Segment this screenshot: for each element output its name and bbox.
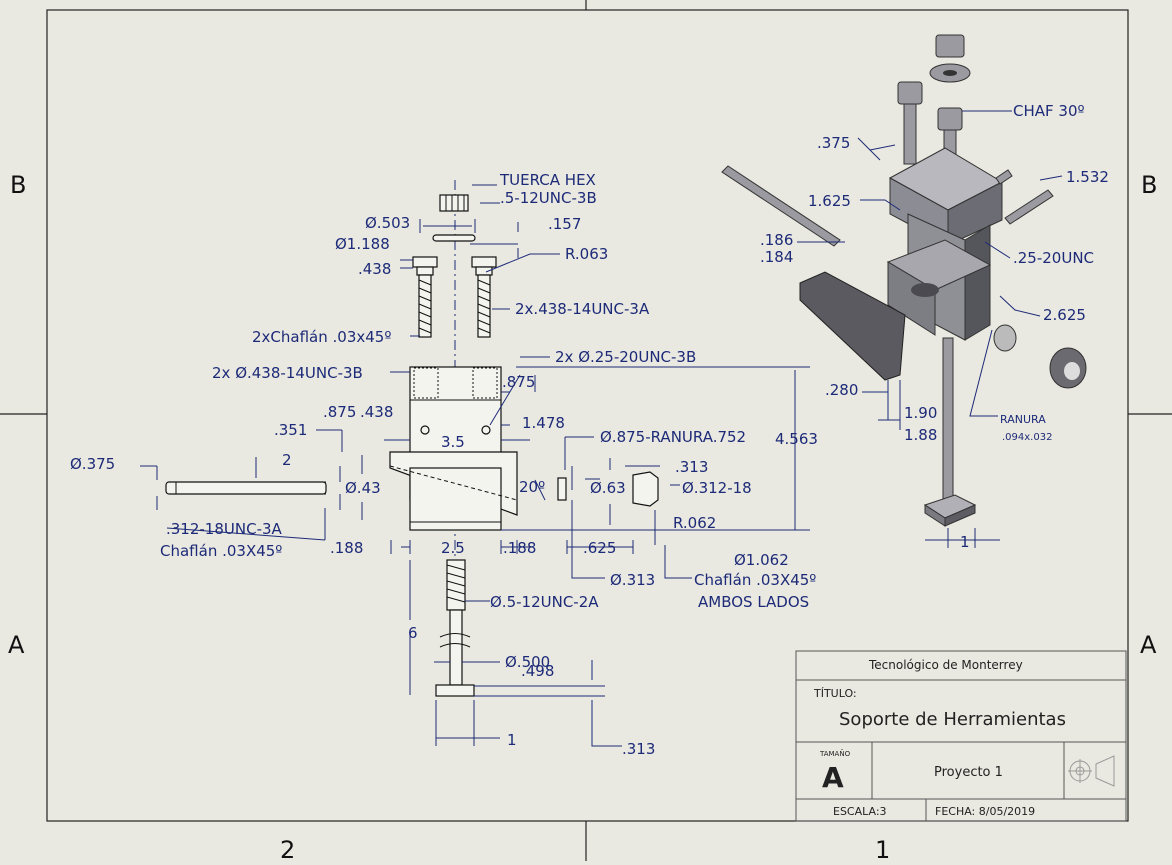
chaflan-ambos-2: AMBOS LADOS	[698, 593, 809, 611]
iso-1532: 1.532	[1066, 168, 1109, 186]
dim-2: 2	[282, 451, 292, 469]
projection-symbol-icon	[1068, 755, 1115, 787]
dim-6: 6	[408, 624, 418, 642]
bolt-left	[412, 256, 438, 338]
iso-186: .186	[760, 231, 793, 249]
stud-base	[435, 684, 475, 697]
title-block-title-label: TÍTULO:	[813, 687, 857, 700]
title-block-project: Proyecto 1	[934, 765, 1003, 780]
dim-dia-500: Ø.500	[505, 653, 550, 671]
knob	[632, 471, 659, 507]
iso-knob-small	[993, 324, 1017, 352]
dim-1a: 1	[507, 731, 517, 749]
zone-label-b-right: B	[1141, 171, 1157, 199]
dim-dia-312-18: Ø.312-18	[682, 479, 752, 497]
title-block-company: Tecnológico de Monterrey	[868, 658, 1023, 672]
dim-holes-438: 2x Ø.438-14UNC-3B	[212, 364, 363, 382]
iso-bolt-left	[897, 81, 923, 105]
iso-ranura: RANURA	[1000, 413, 1046, 426]
dim-dia-63: Ø.63	[590, 479, 626, 497]
dim-dia-43: Ø.43	[345, 479, 381, 497]
zone-label-a-right: A	[1140, 631, 1157, 659]
dim-875a: .875	[502, 373, 535, 391]
title-block: Tecnológico de Monterrey TÍTULO: Soporte…	[795, 650, 1127, 822]
clamp-screw	[165, 481, 327, 495]
iso-tool	[799, 271, 906, 381]
dim-157: .157	[548, 215, 581, 233]
dim-r063: R.063	[565, 245, 608, 263]
iso-1: 1	[960, 533, 970, 551]
title-block-scale: ESCALA:3	[833, 805, 887, 818]
dim-498: .498	[521, 662, 554, 680]
zone-label-a-left: A	[8, 631, 25, 659]
iso-stud	[942, 337, 954, 509]
rod-chaflan: Chaflán .03X45º	[160, 542, 282, 560]
dim-4563: 4.563	[775, 430, 818, 448]
ortho-annotations: TUERCA HEX .5-12UNC-3B Ø.503 .157 Ø1.188…	[70, 171, 818, 758]
hex-nut	[439, 194, 469, 212]
iso-184: .184	[760, 248, 793, 266]
title-block-size: A	[822, 761, 844, 794]
title-block-size-label: TAMAÑO	[819, 749, 851, 758]
rod-thread: .312-18UNC-3A	[166, 520, 283, 538]
iso-1625: 1.625	[808, 192, 851, 210]
dim-313a: .313	[675, 458, 708, 476]
zone-label-1: 1	[875, 836, 890, 861]
dim-holes-25: 2x Ø.25-20UNC-3B	[555, 348, 696, 366]
dim-188b: .188	[503, 539, 536, 557]
dim-chaflan: 2xChaflán .03x45º	[252, 328, 391, 346]
iso-25-20unc: .25-20UNC	[1013, 249, 1094, 267]
zone-label-2: 2	[280, 836, 295, 861]
title-block-title: Soporte de Herramientas	[839, 709, 1066, 730]
dim-r062: R.062	[673, 514, 716, 532]
dim-dia-1062: Ø1.062	[734, 551, 789, 569]
iso-bolt-right	[937, 107, 963, 131]
dim-dia-5-12: Ø.5-12UNC-2A	[490, 593, 599, 611]
inner-frame	[46, 9, 1129, 822]
iso-ranura-dim: .094x.032	[1002, 432, 1052, 443]
dim-625: .625	[583, 539, 616, 557]
iso-2625: 2.625	[1043, 306, 1086, 324]
tuerca-hex-label: TUERCA HEX	[499, 171, 596, 189]
dim-875b: .875	[323, 403, 356, 421]
dim-188a: .188	[330, 539, 363, 557]
iso-188: 1.88	[904, 426, 937, 444]
dim-438a: .438	[358, 260, 391, 278]
dim-angle-20: 20º	[519, 478, 545, 496]
iso-190: 1.90	[904, 404, 937, 422]
block-lower	[409, 467, 502, 531]
washer	[432, 234, 476, 242]
chaflan-ambos-1: Chaflán .03X45º	[694, 571, 816, 589]
tuerca-hex-thread: .5-12UNC-3B	[500, 189, 597, 207]
iso-screw	[721, 165, 841, 247]
dim-1478: 1.478	[522, 414, 565, 432]
title-block-date: FECHA: 8/05/2019	[935, 805, 1035, 818]
bolt-right	[471, 256, 497, 338]
dim-ranura: Ø.875-RANURA.752	[600, 428, 746, 446]
iso-nut	[935, 34, 965, 58]
dim-dia-1188: Ø1.188	[335, 235, 390, 253]
dim-dia-503: Ø.503	[365, 214, 410, 232]
dim-dia-375: Ø.375	[70, 455, 115, 473]
dim-438b: .438	[360, 403, 393, 421]
dim-bolt-thread: 2x.438-14UNC-3A	[515, 300, 650, 318]
iso-280: .280	[825, 381, 858, 399]
stud-shaft	[449, 609, 463, 686]
dim-dia-313: Ø.313	[610, 571, 655, 589]
iso-375: .375	[817, 134, 850, 152]
sleeve	[557, 477, 567, 501]
dim-35: 3.5	[441, 433, 465, 451]
isometric-view: CHAF 30º .375 1.625 1.532 .186 .184 .25-…	[721, 34, 1109, 551]
exploded-view	[140, 180, 810, 747]
zone-label-b-left: B	[10, 171, 26, 199]
dim-351: .351	[274, 421, 307, 439]
iso-chaf-30: CHAF 30º	[1013, 102, 1085, 120]
dim-313b: .313	[622, 740, 655, 758]
dim-25: 2.5	[441, 539, 465, 557]
